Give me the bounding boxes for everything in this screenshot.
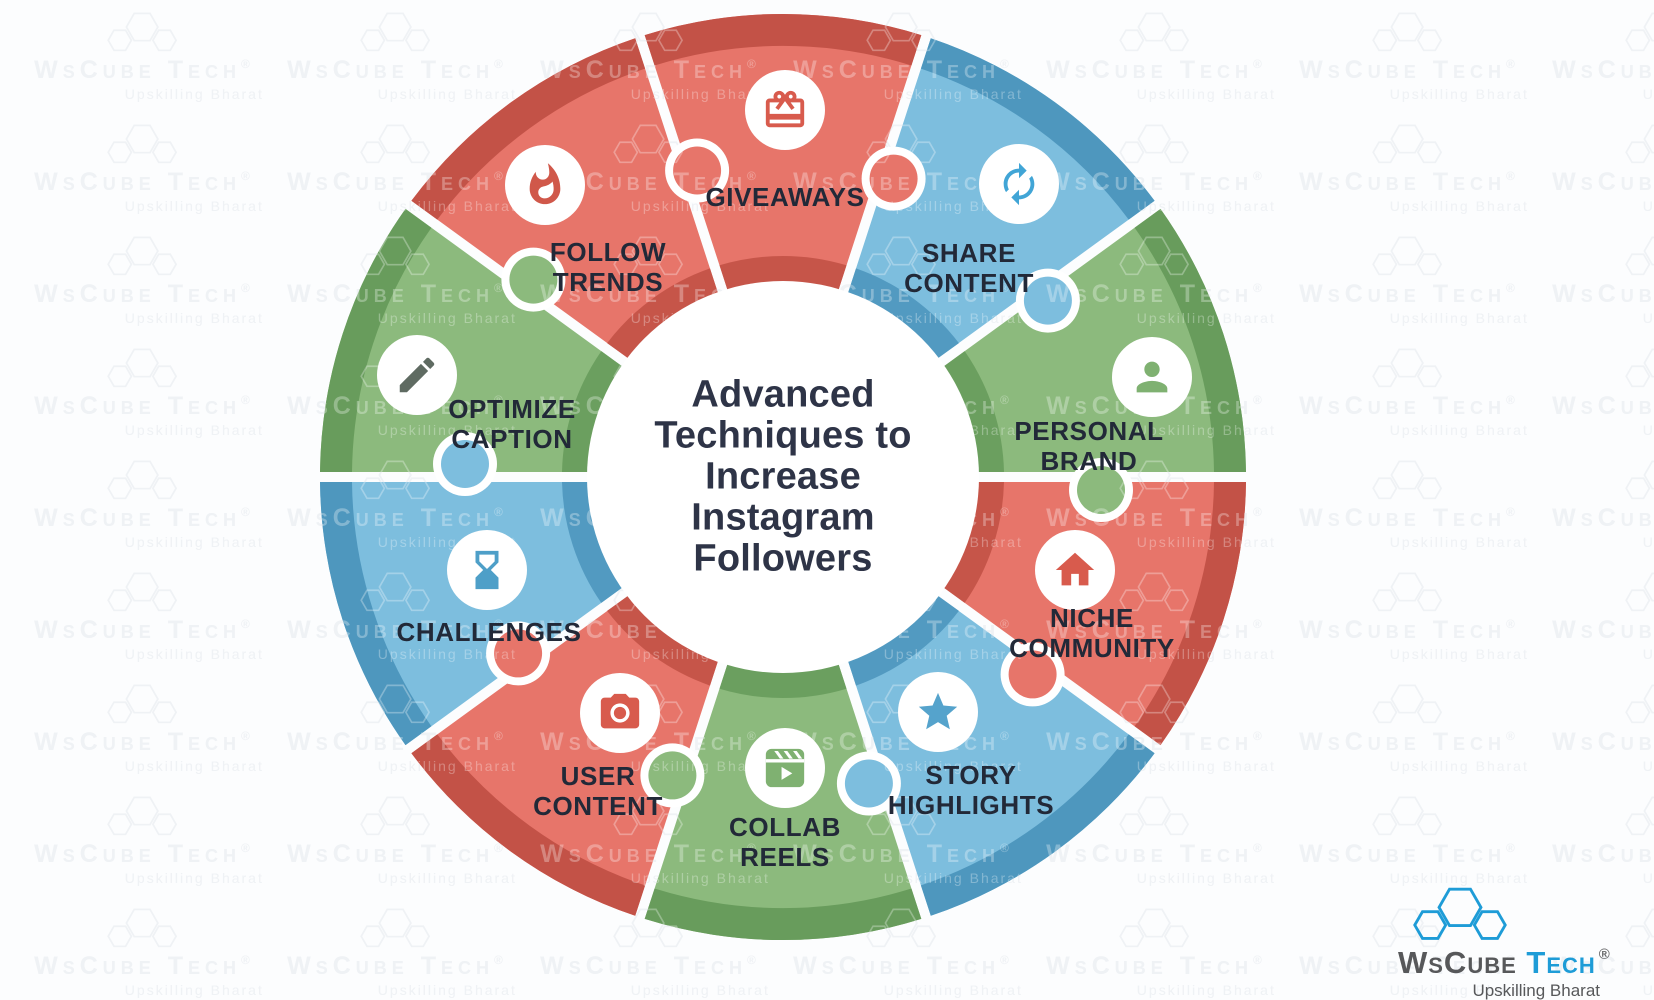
home-icon [1055,552,1095,586]
repeat-icon [1003,162,1035,206]
segment-icon-collab-reels [745,728,825,808]
logo-brand: WsCube Tech® [1398,947,1628,978]
logo-brand-secondary: Tech [1526,945,1596,980]
segment-label-niche-community: NICHE COMMUNITY [1009,603,1175,663]
segment-icon-niche-community [1035,530,1115,610]
flame-icon [529,163,561,205]
puzzle-knob [1023,276,1072,325]
segment-icon-optimize-caption [377,335,457,415]
segment-label-optimize-caption: OPTIMIZE CAPTION [448,394,576,454]
hourglass-icon [475,550,499,590]
segment-giveaways [644,13,922,291]
segment-icon-share-content [979,144,1059,224]
segment-user-content [411,595,719,916]
segment-label-user-content: USER CONTENT [533,761,663,821]
segment-label-story-highlights: STORY HIGHLIGHTS [887,760,1055,820]
segment-niche-community [942,482,1246,746]
segment-icon-challenges [447,530,527,610]
segment-label-personal-brand: PERSONAL BRAND [1014,416,1164,476]
segment-icon-user-content [580,673,660,753]
segment-label-share-content: SHARE CONTENT [904,238,1034,298]
segment-icon-follow-trends [505,145,585,225]
puzzle-knob [1077,466,1125,514]
segment-label-collab-reels: COLLAB REELS [729,812,841,872]
segment-label-challenges: CHALLENGES [396,617,582,647]
segment-challenges [320,482,624,746]
star-icon [918,692,958,730]
puzzle-knob [441,440,489,488]
segment-icon-story-highlights [898,672,978,752]
segment-icon-giveaways [745,70,825,150]
segment-label-follow-trends: FOLLOW TRENDS [549,237,667,297]
logo-brand-primary: WsCube [1398,945,1517,980]
hexagons-icon [1413,887,1507,940]
person-icon [1136,361,1168,393]
logo-tagline: Upskilling Bharat [1472,981,1600,1000]
puzzle-knob [673,146,722,195]
puzzle-knob [869,154,918,203]
registered-mark: ® [1598,946,1611,963]
logo-hexagons-icon [1408,882,1628,951]
pencil-icon [399,357,435,393]
puzzle-knob [494,629,543,678]
puzzle-knob [1008,650,1057,699]
gift-icon [765,90,805,128]
segment-icon-personal-brand [1112,337,1192,417]
puzzle-knob [844,759,893,808]
reels-icon [765,748,805,788]
segment-label-giveaways: GIVEAWAYS [705,182,865,212]
wheel-center-title: Advanced Techniques to Increase Instagra… [654,373,912,580]
wscube-tech-logo: WsCube Tech® Upskilling Bharat [1398,882,1628,1000]
camera-icon [600,693,640,729]
puzzle-knob [648,751,697,800]
puzzle-knob [509,255,558,304]
